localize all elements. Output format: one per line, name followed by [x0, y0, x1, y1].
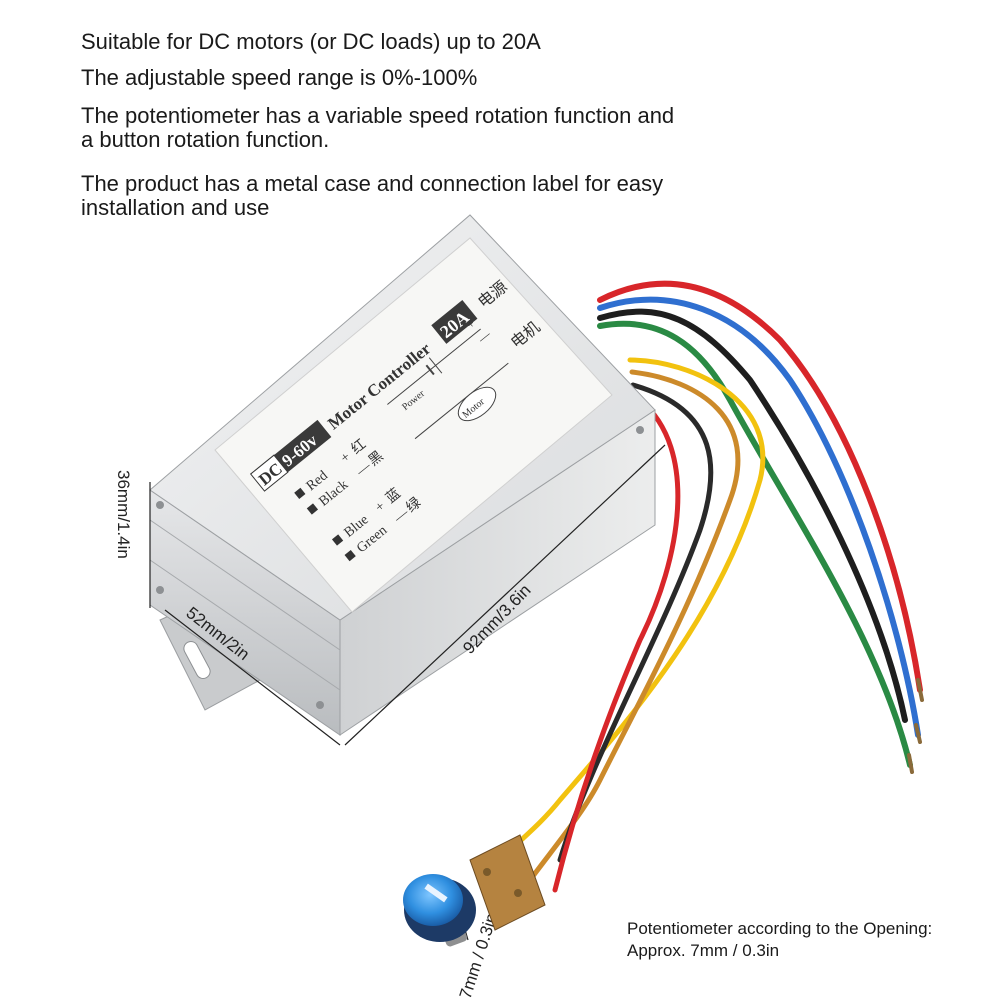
- pot-pcb: [469, 834, 546, 931]
- label-motor-symbol: [457, 386, 497, 422]
- wire-bundle: [497, 280, 924, 893]
- screw-2: [156, 586, 164, 594]
- screw-1: [156, 501, 164, 509]
- label-sticker: [214, 237, 613, 613]
- wire-tip-blue: [914, 723, 922, 744]
- potentiometer: [403, 834, 546, 947]
- wire-dark: [557, 382, 714, 863]
- mounting-slot: [183, 641, 211, 679]
- pot-knob-top: [403, 874, 463, 926]
- wire-blue: [597, 296, 921, 738]
- wire-red: [597, 280, 923, 693]
- feature-line-4: The product has a metal case and connect…: [81, 171, 664, 220]
- wire-yellow: [497, 357, 766, 863]
- feature-line-3: The potentiometer has a variable speed r…: [81, 103, 675, 152]
- screw-3: [316, 701, 324, 709]
- wire-black: [597, 308, 908, 723]
- wire-tip-green: [907, 753, 914, 774]
- wire-green: [597, 320, 913, 768]
- wire-tip-red: [916, 678, 924, 702]
- feature-line-1: Suitable for DC motors (or DC loads) up …: [81, 29, 541, 54]
- pot-knob-indicator: [424, 883, 448, 903]
- screw-4: [636, 426, 644, 434]
- potentiometer-note: Potentiometer according to the Opening: …: [627, 919, 933, 960]
- wire-orange: [527, 369, 741, 883]
- wire-red-2: [552, 397, 681, 893]
- dim-height: 36mm/1.4in: [114, 470, 133, 559]
- feature-line-2: The adjustable speed range is 0%-100%: [81, 65, 478, 90]
- controller-label: DC 9-60v Motor Controller 20A 电源 Red + 红…: [214, 237, 613, 613]
